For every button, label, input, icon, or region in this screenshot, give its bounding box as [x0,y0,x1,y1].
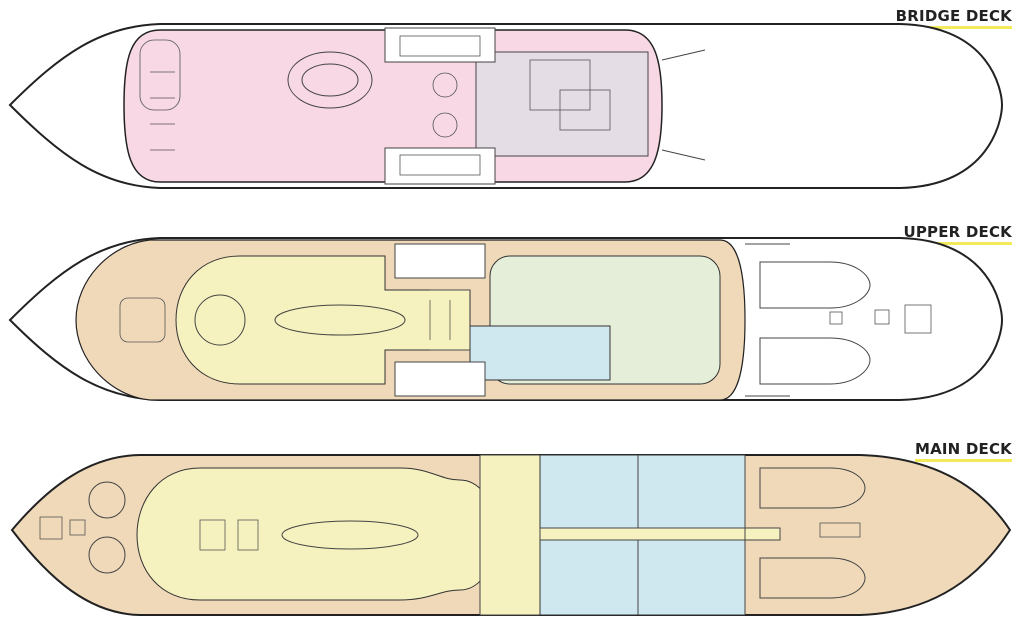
bridge-jacuzzi [287,51,373,109]
main-deck-round-table-2 [88,536,126,574]
main-deck-saloon [136,467,541,601]
main-deck-tender-1 [759,467,866,509]
main-deck-corridor [539,527,781,541]
upper-deck-tender-1 [759,261,871,309]
main-deck [10,454,1012,616]
bridge-wheelhouse [475,51,649,157]
bridge-deck [8,23,1004,189]
upper-deck-office [469,325,611,381]
upper-deck-dining-table [274,304,406,336]
bridge-tender-bottom [384,147,496,185]
upper-deck [8,237,1004,401]
upper-deck-saloon [175,255,471,385]
upper-deck-tender-2 [759,337,871,385]
main-deck-dining-table [281,520,419,550]
bridge-tender-top [384,27,496,63]
main-deck-label: MAIN DECK [914,441,1012,462]
main-deck-service-area [479,454,541,616]
main-deck-round-table-1 [88,481,126,519]
main-deck-tender-2 [759,557,866,599]
upper-deck-label: UPPER DECK [903,224,1012,245]
bridge-deck-label: BRIDGE DECK [895,8,1012,29]
